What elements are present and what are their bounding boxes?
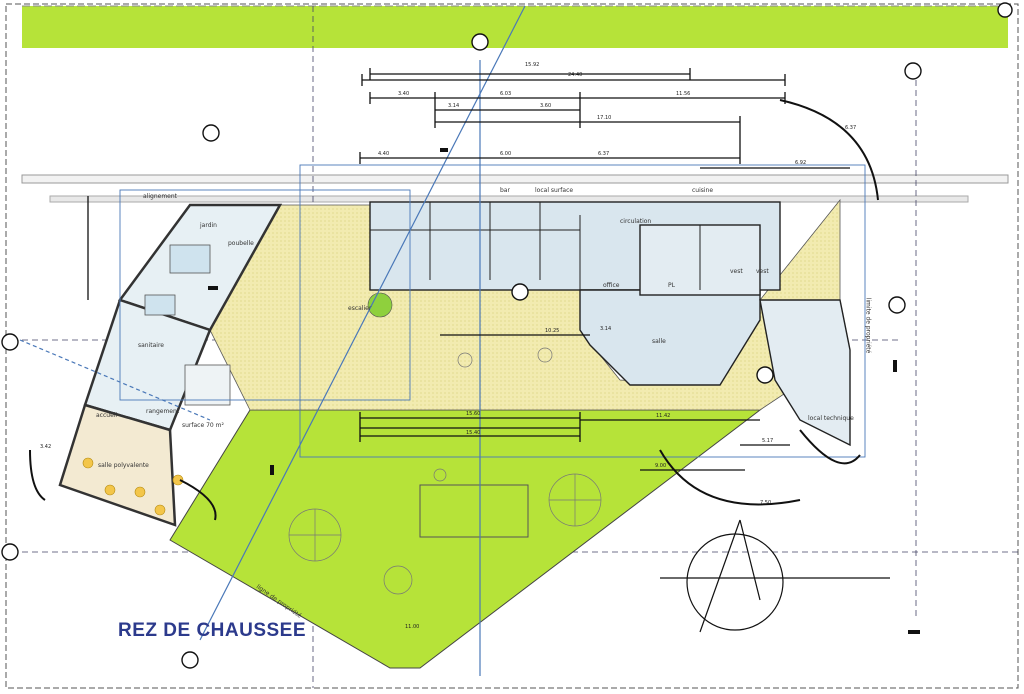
dimension-ticks [359, 68, 786, 442]
dimension-label: 24.40 [568, 72, 583, 78]
room-label-office: office [603, 282, 620, 289]
road-band [21, 174, 1009, 184]
dimension-label: 5.17 [762, 438, 774, 444]
dimension-lines [87, 73, 890, 579]
room-label-accueil: accueil [96, 412, 118, 419]
dimension-label: 15.40 [466, 430, 481, 436]
dimension-label: 7.50 [760, 500, 772, 506]
sidewalk-band [49, 195, 969, 203]
room-label-vest-1: vest [730, 268, 743, 275]
dimension-label: 3.40 [398, 91, 410, 97]
blue-construction-lines [19, 5, 866, 676]
label-alignement: alignement [143, 193, 178, 200]
room-label-circulation: circulation [620, 218, 652, 225]
section-markers [1, 2, 1013, 669]
room-label-local-surface: local surface [535, 187, 574, 194]
room-label-salle: salle [652, 338, 666, 345]
room-label-sanitaire: sanitaire [138, 342, 164, 349]
room-label-bar: bar [500, 187, 510, 194]
arcs [29, 99, 879, 521]
dimension-label: 6.37 [598, 151, 610, 157]
dimension-label: 15.92 [525, 62, 540, 68]
room-label-poubelle: poubelle [228, 240, 254, 247]
dimension-label: 3.60 [540, 103, 552, 109]
room-label-salle-polyvalente: salle polyvalente [98, 462, 149, 469]
dimension-label: 17.10 [597, 115, 612, 121]
label-limite-propriete: limite de propriété [864, 297, 872, 354]
room-label-surface: surface 70 m² [182, 422, 224, 429]
dimension-label: 11.56 [676, 91, 691, 97]
dimension-label: 3.14 [448, 103, 460, 109]
dimension-label: 3.14 [600, 326, 612, 332]
room-label-vest-2: vest [756, 268, 769, 275]
left-wing-furniture [144, 244, 231, 406]
room-label-cuisine: cuisine [692, 187, 714, 194]
room-label-rangement: rangement [146, 408, 180, 415]
dimension-label: 10.25 [545, 328, 560, 334]
shrub [367, 292, 393, 318]
trees [288, 347, 602, 595]
room-label-pl: PL [668, 282, 675, 289]
dimension-label: 15.60 [466, 411, 481, 417]
dimension-label: 6.37 [845, 125, 857, 131]
right-annex [759, 299, 851, 447]
chairs [82, 457, 184, 516]
dimension-label: 6.03 [500, 91, 512, 97]
lawn-area [169, 409, 762, 669]
room-label-escalier: escalier [348, 305, 372, 312]
plan-title: REZ DE CHAUSSEE [118, 620, 307, 641]
dimension-label: 11.42 [656, 413, 671, 419]
dimension-label: 11.00 [405, 624, 420, 630]
room-partitions [370, 202, 701, 290]
north-arrow [686, 519, 784, 633]
room-label-jardin: jardin [200, 222, 217, 229]
lawn-rectangle [419, 484, 529, 538]
section-marker-ticks [208, 148, 920, 634]
top-green-band [22, 6, 1008, 48]
room-label-local-technique: local technique [808, 415, 854, 422]
dimension-label: 6.00 [500, 151, 512, 157]
dimension-label: 3.42 [40, 444, 52, 450]
dimension-label: 6.92 [795, 160, 807, 166]
dimension-label: 4.40 [378, 151, 390, 157]
sheet-frame [5, 3, 1019, 689]
dimension-label: 9.00 [655, 463, 667, 469]
